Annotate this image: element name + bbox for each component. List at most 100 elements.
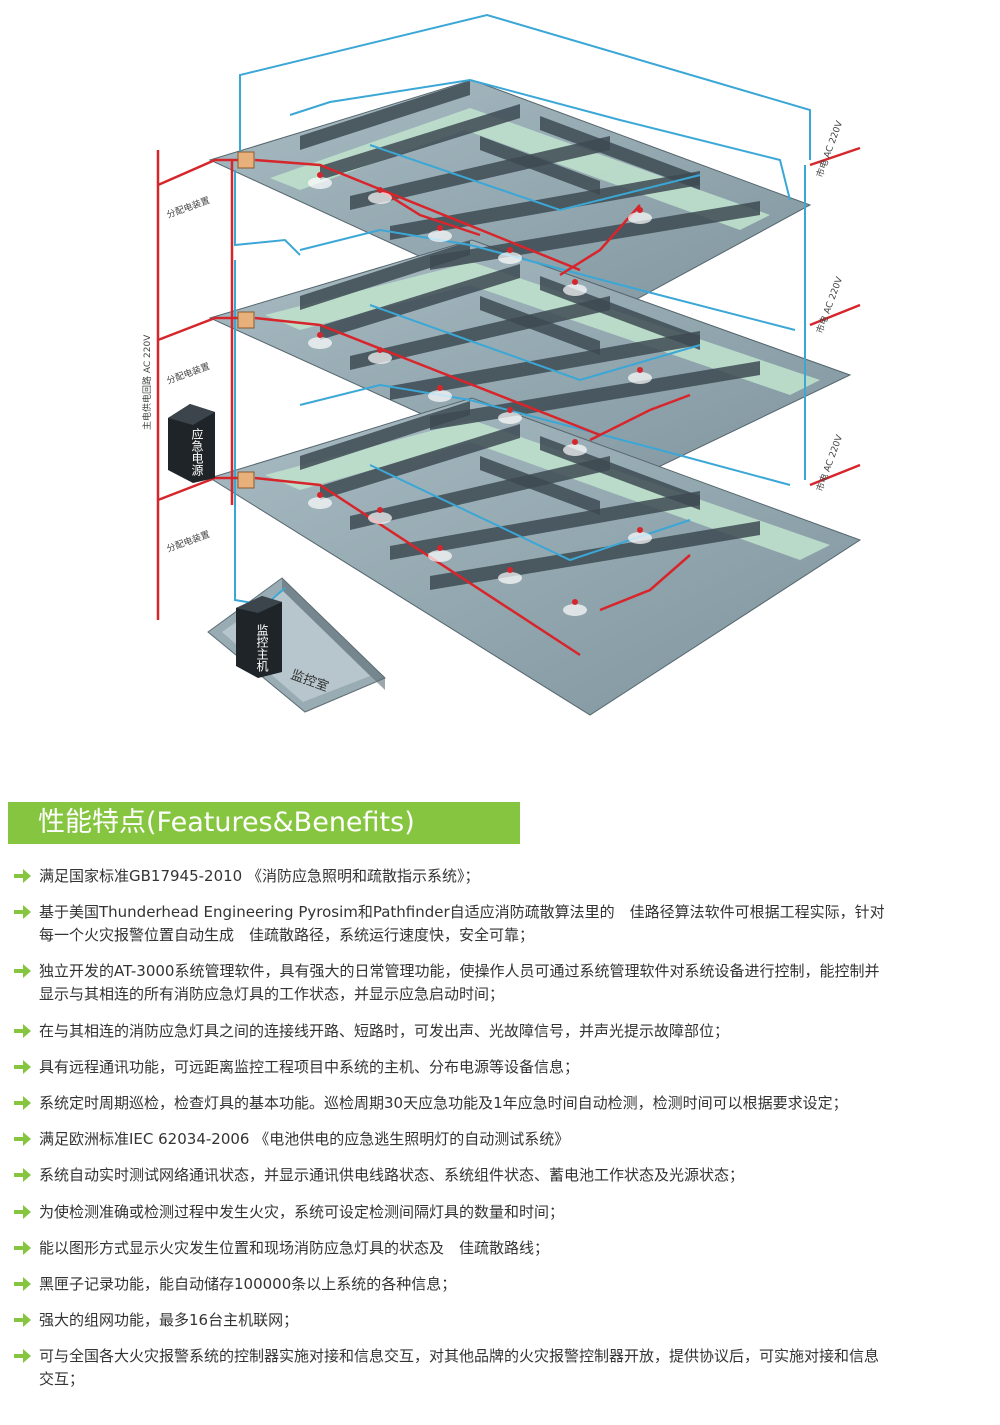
feature-text: 独立开发的AT-3000系统管理软件，具有强大的日常管理功能，使操作人员可通过系… xyxy=(39,962,880,1004)
light-halo xyxy=(308,497,332,509)
arrow-icon xyxy=(14,1059,31,1074)
emergency-light xyxy=(377,187,383,193)
city-power-label-2: 市电 AC 220V xyxy=(814,274,846,335)
light-halo xyxy=(628,372,652,384)
emergency-light xyxy=(317,332,323,338)
light-halo xyxy=(628,212,652,224)
arrow-icon xyxy=(14,905,31,920)
light-halo xyxy=(368,512,392,524)
distribution-label-2: 分配电装置 xyxy=(165,360,211,387)
features-title: 性能特点(Features&Benefits) xyxy=(8,802,520,844)
feature-item: 黑匣子记录功能，能自动储存100000条以上系统的各种信息； xyxy=(12,1273,892,1296)
emergency-light xyxy=(507,567,513,573)
light-halo xyxy=(428,230,452,242)
feature-item: 为使检测准确或检测过程中发生火灾，系统可设定检测间隔灯具的数量和时间； xyxy=(12,1201,892,1224)
arrow-icon xyxy=(14,1349,31,1364)
partition-wall xyxy=(480,136,600,195)
feature-item: 在与其相连的消防应急灯具之间的连接线开路、短路时，可发出声、光故障信号，并声光提… xyxy=(12,1020,892,1043)
building-system-diagram: 应急电源 监控主机 主电供电回路 AC 220V 分配电装置 分配电装置 分配电… xyxy=(141,13,862,716)
feature-item: 基于美国Thunderhead Engineering Pyrosim和Path… xyxy=(12,901,892,947)
arrow-icon xyxy=(14,1204,31,1219)
emergency-light xyxy=(507,407,513,413)
arrow-icon xyxy=(14,1095,31,1110)
emergency-light xyxy=(437,545,443,551)
partition-wall xyxy=(320,264,520,340)
emergency-power-label: 应急电源 xyxy=(190,427,204,477)
light-halo xyxy=(308,177,332,189)
feature-text: 满足国家标准GB17945-2010 《消防应急照明和疏散指示系统》； xyxy=(39,867,480,885)
emergency-light xyxy=(437,225,443,231)
feature-text: 可与全国各大火灾报警系统的控制器实施对接和信息交互，对其他品牌的火灾报警控制器开… xyxy=(39,1347,880,1389)
feature-item: 系统定时周期巡检，检查灯具的基本功能。巡检周期30天应急功能及1年应急时间自动检… xyxy=(12,1092,892,1115)
power-lines xyxy=(156,146,861,657)
emergency-light xyxy=(572,599,578,605)
feature-text: 系统自动实时测试网络通讯状态，并显示通讯供电线路状态、系统组件状态、蓄电池工作状… xyxy=(39,1166,745,1185)
partition-wall xyxy=(300,81,470,150)
feature-text: 基于美国Thunderhead Engineering Pyrosim和Path… xyxy=(39,903,885,945)
emergency-lights xyxy=(308,172,652,616)
distribution-label-1: 分配电装置 xyxy=(165,528,211,555)
arrow-icon xyxy=(14,964,31,979)
arrow-icon xyxy=(14,1313,31,1328)
feature-item: 强大的组网功能，最多16台主机联网； xyxy=(12,1309,892,1332)
partition-wall xyxy=(350,296,610,370)
emergency-light xyxy=(637,367,643,373)
feature-text: 黑匣子记录功能，能自动储存100000条以上系统的各种信息； xyxy=(39,1274,457,1293)
features-list: 满足国家标准GB17945-2010 《消防应急照明和疏散指示系统》； 基于美国T… xyxy=(12,865,892,1404)
light-halo xyxy=(498,412,522,424)
emergency-light xyxy=(377,507,383,513)
light-halo xyxy=(428,390,452,402)
light-halo xyxy=(563,444,587,456)
monitor-host-label: 监控主机 xyxy=(255,624,269,672)
emergency-light xyxy=(437,385,443,391)
arrow-icon xyxy=(14,1240,31,1255)
partition-wall xyxy=(480,296,600,355)
feature-item: 系统自动实时测试网络通讯状态，并显示通讯供电线路状态、系统组件状态、蓄电池工作状… xyxy=(12,1164,892,1187)
feature-text: 能以图形方式显示火灾发生位置和现场消防应急灯具的状态及 佳疏散路线； xyxy=(39,1238,550,1257)
light-halo xyxy=(628,532,652,544)
light-halo xyxy=(368,192,392,204)
partition-wall xyxy=(320,104,520,180)
feature-text: 满足欧洲标准IEC 62034-2006 《电池供电的应急逃生照明灯的自动测试系… xyxy=(39,1130,570,1149)
feature-text: 为使检测准确或检测过程中发生火灾，系统可设定检测间隔灯具的数量和时间； xyxy=(39,1202,565,1221)
feature-text: 强大的组网功能，最多16台主机联网； xyxy=(39,1311,299,1330)
light-halo xyxy=(428,550,452,562)
signal-lines xyxy=(234,13,811,607)
arrow-icon xyxy=(14,1023,31,1038)
partition-wall xyxy=(320,424,520,500)
partition-wall xyxy=(540,116,700,190)
emergency-light xyxy=(637,527,643,533)
emergency-light xyxy=(572,439,578,445)
arrow-icon xyxy=(14,1168,31,1183)
emergency-power-cabinet: 应急电源 xyxy=(168,404,215,483)
light-halo xyxy=(498,252,522,264)
partition-wall xyxy=(350,456,610,530)
light-halo xyxy=(308,337,332,349)
emergency-light xyxy=(317,172,323,178)
monitor-host-cabinet: 监控主机 xyxy=(236,596,282,678)
main-supply-label: 主电供电回路 AC 220V xyxy=(141,334,153,430)
light-halo xyxy=(563,604,587,616)
emergency-light xyxy=(637,207,643,213)
feature-text: 系统定时周期巡检，检查灯具的基本功能。巡检周期30天应急功能及1年应急时间自动检… xyxy=(39,1093,848,1112)
distribution-boxes xyxy=(237,151,255,489)
feature-item: 能以图形方式显示火灾发生位置和现场消防应急灯具的状态及 佳疏散路线； xyxy=(12,1237,892,1260)
emergency-light xyxy=(317,492,323,498)
city-power-label-3: 市电 AC 220V xyxy=(814,118,846,179)
partition-wall xyxy=(480,456,600,515)
partition-wall xyxy=(390,491,700,560)
emergency-light xyxy=(572,279,578,285)
emergency-light xyxy=(507,247,513,253)
partition-wall xyxy=(300,401,470,470)
feature-item: 可与全国各大火灾报警系统的控制器实施对接和信息交互，对其他品牌的火灾报警控制器开… xyxy=(12,1345,892,1391)
arrow-icon xyxy=(14,869,31,883)
feature-text: 在与其相连的消防应急灯具之间的连接线开路、短路时，可发出声、光故障信号，并声光提… xyxy=(39,1021,730,1040)
feature-item: 满足欧洲标准IEC 62034-2006 《电池供电的应急逃生照明灯的自动测试系… xyxy=(12,1128,892,1151)
light-halo xyxy=(368,352,392,364)
partition-wall xyxy=(300,241,470,310)
city-power-label-1: 市电 AC 220V xyxy=(814,432,846,493)
light-halo xyxy=(563,284,587,296)
feature-text: 具有远程通讯功能，可远距离监控工程项目中系统的主机、分布电源等设备信息； xyxy=(39,1057,580,1076)
feature-item: 满足国家标准GB17945-2010 《消防应急照明和疏散指示系统》； xyxy=(12,865,892,888)
feature-item: 具有远程通讯功能，可远距离监控工程项目中系统的主机、分布电源等设备信息； xyxy=(12,1056,892,1079)
